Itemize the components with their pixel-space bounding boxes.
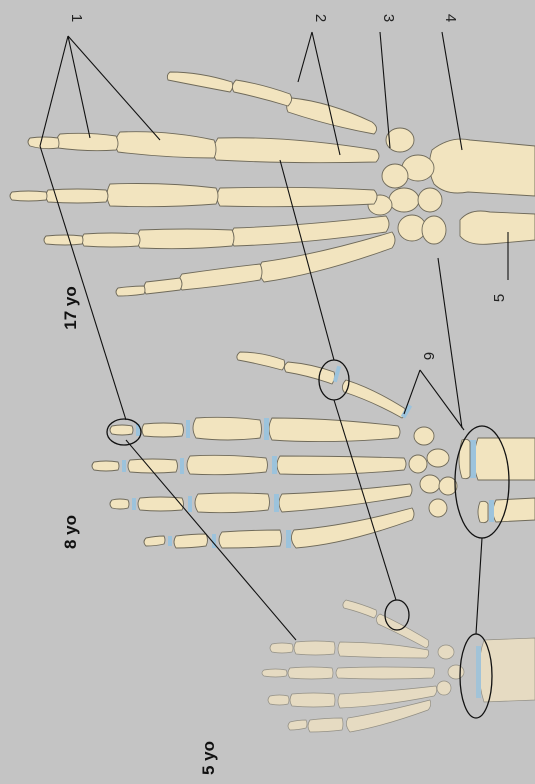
label-2: 2 xyxy=(312,14,329,22)
ulna-8yo xyxy=(493,498,535,522)
carpals-8yo xyxy=(409,427,457,517)
label-3: 3 xyxy=(380,14,397,22)
hand-8yo xyxy=(92,352,535,548)
age-label-8: 8 yo xyxy=(61,515,80,549)
hand-17yo xyxy=(10,72,535,296)
label-4: 4 xyxy=(442,14,459,22)
leader-lines xyxy=(40,32,508,640)
age-label-17: 17 yo xyxy=(61,286,80,329)
thumb-phalanx-17yo xyxy=(232,80,291,106)
label-6: 6 xyxy=(420,352,437,360)
label-1: 1 xyxy=(68,14,85,22)
label-5: 5 xyxy=(491,294,508,302)
hand-5yo xyxy=(262,600,535,732)
radius-8yo xyxy=(474,438,535,480)
fingers-5yo xyxy=(262,641,437,732)
radius-17yo xyxy=(429,139,535,196)
thumb-tip-17yo xyxy=(167,72,232,92)
ulna-17yo xyxy=(460,211,535,244)
age-label-5: 5 yo xyxy=(199,741,218,775)
